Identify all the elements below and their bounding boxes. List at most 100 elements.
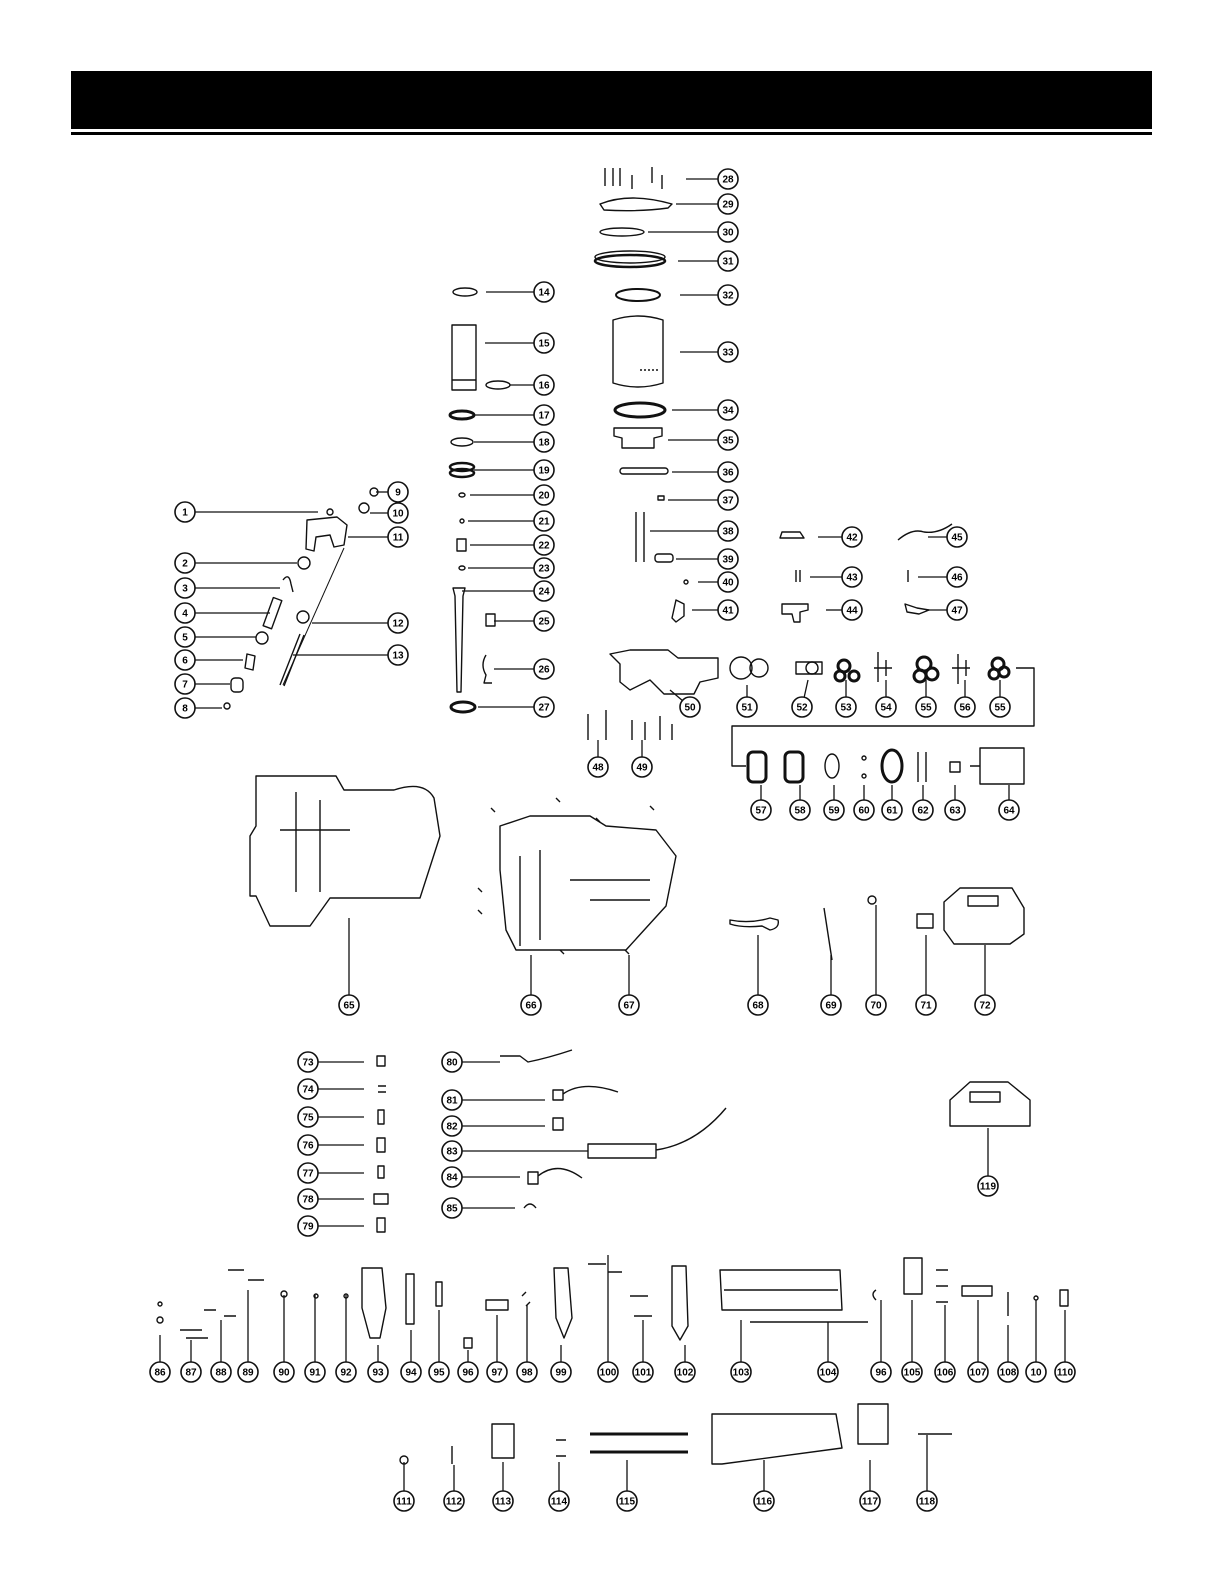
callout-circle xyxy=(631,756,653,778)
callout-circle xyxy=(210,1361,232,1383)
callout-circle xyxy=(533,431,555,453)
callout-circle xyxy=(533,580,555,602)
callout-circle xyxy=(717,341,739,363)
callout-circle xyxy=(533,404,555,426)
callout-circle xyxy=(679,696,701,718)
callout-number: 57 xyxy=(755,806,767,817)
part-callout-8: 8 xyxy=(174,697,222,719)
callout-number: 33 xyxy=(722,348,734,359)
callout-number: 101 xyxy=(635,1368,652,1379)
part-callout-79: 79 xyxy=(297,1215,364,1237)
callout-number: 29 xyxy=(722,200,734,211)
callout-number: 8 xyxy=(182,704,188,715)
part-callout-51: 51 xyxy=(736,685,758,718)
callout-circle xyxy=(457,1361,479,1383)
callout-number: 3 xyxy=(182,584,188,595)
callout-circle xyxy=(853,799,875,821)
callout-circle xyxy=(934,1361,956,1383)
callout-number: 74 xyxy=(302,1085,314,1096)
part-callout-100: 100 xyxy=(597,1255,619,1383)
callout-number: 119 xyxy=(980,1182,997,1193)
callout-number: 96 xyxy=(462,1368,474,1379)
top-cylinder-parts-drawing xyxy=(593,167,689,623)
callout-circle xyxy=(817,1361,839,1383)
callout-number: 97 xyxy=(491,1368,503,1379)
part-callout-10: 10 xyxy=(370,502,409,524)
callout-number: 22 xyxy=(538,541,550,552)
callout-number: 10 xyxy=(392,509,404,520)
callout-circle xyxy=(974,994,996,1016)
part-callout-49: 49 xyxy=(631,740,653,778)
callout-circle xyxy=(823,799,845,821)
callout-number: 61 xyxy=(886,806,898,817)
callout-circle xyxy=(1054,1361,1076,1383)
callout-circle xyxy=(237,1361,259,1383)
callout-number: 56 xyxy=(959,703,971,714)
center-column-parts-drawing xyxy=(448,287,511,714)
part-callout-61: 61 xyxy=(881,785,903,821)
part-callout-20: 20 xyxy=(470,484,555,506)
callout-number: 67 xyxy=(623,1001,635,1012)
callout-circle xyxy=(789,799,811,821)
part-callout-87: 87 xyxy=(180,1340,202,1383)
part-callout-54: 54 xyxy=(875,680,897,718)
part-callout-94: 94 xyxy=(400,1330,422,1383)
callout-number: 45 xyxy=(951,533,963,544)
part-callout-26: 26 xyxy=(494,658,555,680)
callout-number: 12 xyxy=(392,619,404,630)
part-callout-36: 36 xyxy=(672,461,739,483)
part-callout-21: 21 xyxy=(468,510,555,532)
part-callout-32: 32 xyxy=(680,284,739,306)
callout-circle xyxy=(338,994,360,1016)
part-callout-72: 72 xyxy=(974,945,996,1016)
callout-number: 26 xyxy=(538,665,550,676)
callout-circle xyxy=(297,1078,319,1100)
part-callout-104: 104 xyxy=(817,1322,839,1383)
callout-circle xyxy=(441,1115,463,1137)
callout-number: 73 xyxy=(302,1058,314,1069)
part-callout-85: 85 xyxy=(441,1197,515,1219)
part-callout-27: 27 xyxy=(478,696,555,718)
callout-number: 118 xyxy=(919,1497,936,1508)
part-callout-23: 23 xyxy=(468,557,555,579)
callout-circle xyxy=(750,799,772,821)
callout-circle xyxy=(616,1490,638,1512)
callout-circle xyxy=(297,1106,319,1128)
part-callout-99: 99 xyxy=(550,1345,572,1383)
callout-number: 4 xyxy=(182,609,188,620)
callout-number: 2 xyxy=(182,559,188,570)
part-callout-4: 4 xyxy=(174,602,270,624)
callout-number: 60 xyxy=(858,806,870,817)
part-callout-48: 48 xyxy=(587,740,609,778)
callout-number: 5 xyxy=(182,633,188,644)
callout-circle xyxy=(443,1490,465,1512)
part-callout-35: 35 xyxy=(668,429,739,451)
callout-circle xyxy=(881,799,903,821)
part-callout-119: 119 xyxy=(977,1128,999,1197)
part-callout-45: 45 xyxy=(928,526,968,548)
callout-circle xyxy=(387,612,409,634)
part-callout-69: 69 xyxy=(820,955,842,1016)
callout-number: 59 xyxy=(828,806,840,817)
callout-circle xyxy=(736,696,758,718)
callout-number: 65 xyxy=(343,1001,355,1012)
callout-number: 17 xyxy=(538,411,550,422)
callout-circle xyxy=(915,696,937,718)
callout-circle xyxy=(717,284,739,306)
callout-circle xyxy=(533,610,555,632)
callout-number: 24 xyxy=(538,587,550,598)
part-callout-116: 116 xyxy=(753,1460,775,1512)
callout-circle xyxy=(174,673,196,695)
callout-number: 48 xyxy=(592,763,604,774)
linkage-assembly-drawing xyxy=(223,487,379,710)
part-callout-70: 70 xyxy=(865,905,887,1016)
callout-number: 94 xyxy=(405,1368,417,1379)
callout-circle xyxy=(916,1490,938,1512)
callout-number: 68 xyxy=(752,1001,764,1012)
callout-number: 13 xyxy=(392,651,404,662)
part-callout-55: 55 xyxy=(915,680,937,718)
callout-circle xyxy=(387,526,409,548)
part-callout-102: 102 xyxy=(674,1345,696,1383)
callout-circle xyxy=(717,571,739,593)
callout-number: 100 xyxy=(600,1368,617,1379)
